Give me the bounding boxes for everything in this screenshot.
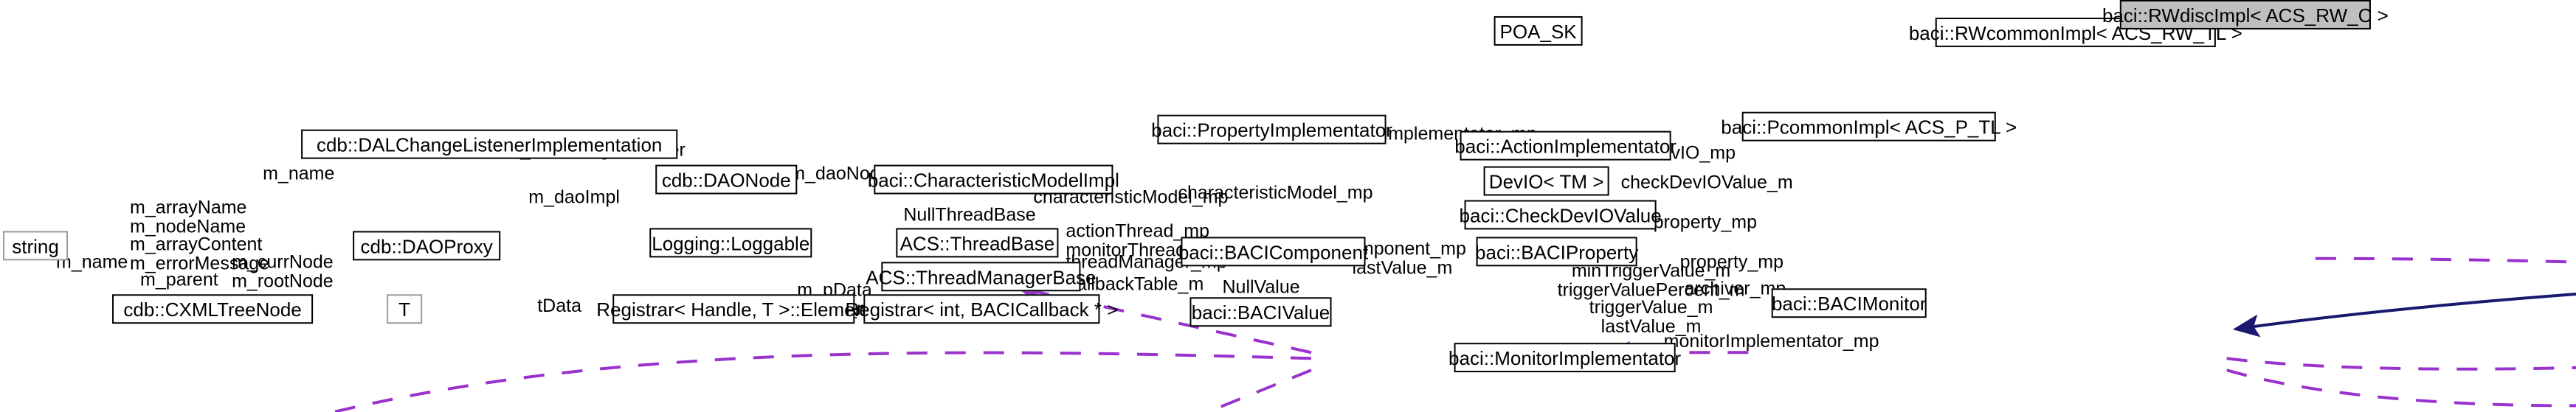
node-baci-bacivalue[interactable]: baci::BACIValue — [1189, 297, 1332, 327]
node-acs-threadmanagerbase[interactable]: ACS::ThreadManagerBase — [866, 262, 1097, 292]
inheritance-edges — [2232, 292, 2576, 338]
node-baci-rwdiscimpl[interactable]: baci::RWdiscImpl< ACS_RW_C > — [2102, 0, 2389, 29]
node-baci-bacicomponent[interactable]: baci::BACIComponent — [1178, 237, 1368, 267]
node-registrar-int-bacicallback[interactable]: Registrar< int, BACICallback * > — [845, 294, 1118, 324]
edge-label-property-mp-left: property_mp — [1653, 212, 1758, 233]
node-logging-loggable[interactable]: Logging::Loggable — [649, 228, 812, 258]
edge-label-m-currnode-rootnode: m_currNode m_rootNode — [232, 251, 334, 291]
node-baci-propertyimplementator[interactable]: baci::PropertyImplementator — [1151, 114, 1392, 144]
node-registrar-handle-t-element[interactable]: Registrar< Handle, T >::Element — [596, 294, 871, 324]
edge-label-tdata: tData — [537, 296, 582, 317]
edge-label-m-name-left: m_name — [56, 251, 128, 273]
edge-label-trigger-values: minTriggerValue_m triggerValuePercent_m … — [1557, 260, 1745, 337]
node-cdb-dalchangelistenerimplementation[interactable]: cdb::DALChangeListenerImplementation — [301, 129, 678, 159]
usage-edges — [328, 256, 2576, 412]
node-t-template-param[interactable]: T — [387, 294, 423, 324]
node-poa-sk[interactable]: POA_SK — [1494, 15, 1583, 46]
edge-label-devio-mp: devIO_mp — [1650, 142, 1736, 164]
edge-label-m-name-top: m_name — [263, 163, 335, 184]
edge-label-monitorimplementator-mp: monitorImplementator_mp — [1663, 331, 1879, 352]
edge-label-characteristicmodel-mp-right: characteristicModel_mp — [1178, 182, 1373, 203]
node-baci-bacimonitor[interactable]: baci::BACIMonitor — [1771, 288, 1927, 318]
edge-label-component-mp: component_mp — [1339, 238, 1466, 259]
edge-label-cxmltreenode-attrs: m_arrayName m_nodeName m_arrayContent m_… — [130, 197, 270, 273]
edge-label-nullvalue: NullValue — [1222, 276, 1300, 298]
node-cdb-daoproxy[interactable]: cdb::DAOProxy — [353, 231, 501, 261]
edge-label-checkdeviovalue-m: checkDevIOValue_m — [1620, 172, 1793, 193]
edge-label-m-parent: m_parent — [140, 269, 218, 290]
edge-label-archiver-mp: archiver_mp — [1684, 278, 1786, 299]
edge-label-property-mp-right: property_mp — [1679, 251, 1784, 273]
edge-label-lastvalue-m-left: lastValue_m — [1352, 257, 1453, 279]
node-acs-threadbase[interactable]: ACS::ThreadBase — [896, 228, 1059, 258]
node-baci-baciproperty[interactable]: baci::BACIProperty — [1475, 237, 1638, 267]
node-cdb-daonode[interactable]: cdb::DAONode — [655, 164, 798, 195]
node-devio-tm[interactable]: DevIO< TM > — [1483, 166, 1609, 196]
node-cdb-cxmltreenode[interactable]: cdb::CXMLTreeNode — [112, 294, 314, 324]
node-baci-checkdeviovalue[interactable]: baci::CheckDevIOValue — [1460, 200, 1662, 230]
edge-label-nullthreadbase: NullThreadBase — [903, 204, 1036, 226]
edge-label-callbacktable-m: callbackTable_m — [1067, 273, 1204, 295]
node-baci-pcommonimpl[interactable]: baci::PcommonImpl< ACS_P_TL > — [1721, 111, 2017, 142]
node-baci-characteristicmodelimpl[interactable]: baci::CharacteristicModelImpl — [868, 164, 1119, 195]
node-baci-actionimplementator[interactable]: baci::ActionImplementator — [1454, 130, 1677, 161]
node-baci-monitorimplementator[interactable]: baci::MonitorImplementator — [1448, 343, 1681, 373]
node-string[interactable]: string — [3, 231, 69, 261]
edge-label-m-daoimpl: m_daoImpl — [528, 186, 620, 208]
